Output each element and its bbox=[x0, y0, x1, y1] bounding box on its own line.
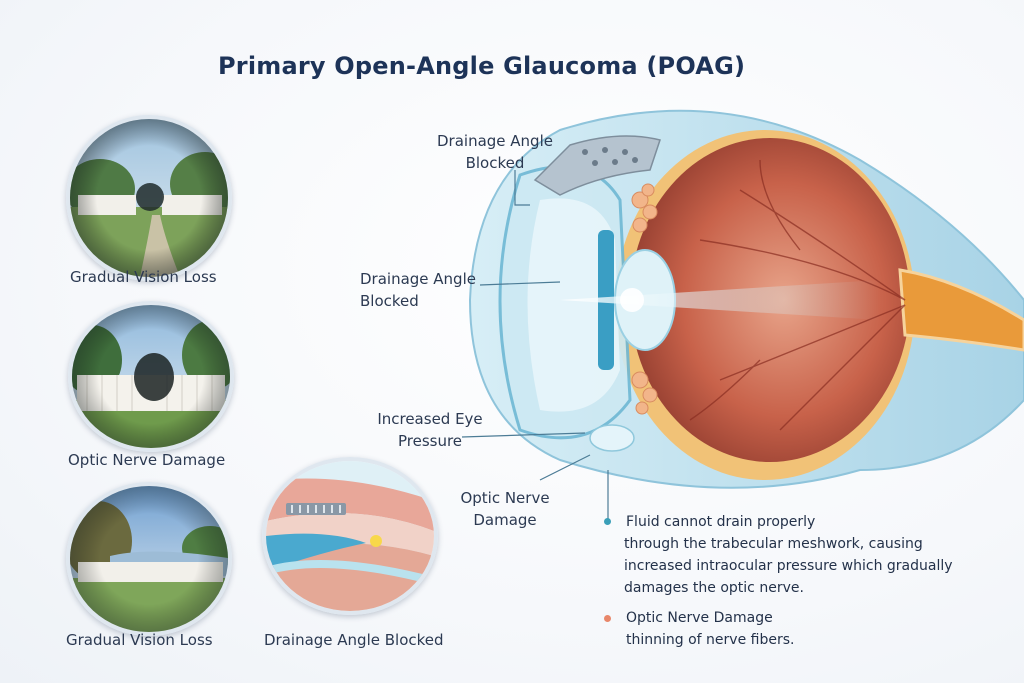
label-line: Optic Nerve bbox=[460, 489, 550, 507]
label-optic-nerve-damage: Optic Nerve Damage bbox=[450, 487, 560, 531]
label-line: Pressure bbox=[397, 432, 463, 450]
note-line: thinning of nerve fibers. bbox=[626, 632, 795, 648]
note-line: damages the optic nerve. bbox=[624, 580, 804, 596]
caption-gradual-vision-loss-2: Gradual Vision Loss bbox=[66, 631, 213, 649]
label-increased-eye-pressure: Increased Eye Pressure bbox=[370, 408, 490, 452]
note-optic-nerve: Optic Nerve Damage thinning of nerve fib… bbox=[626, 607, 794, 651]
note-line: increased intraocular pressure which gra… bbox=[624, 558, 953, 574]
label-line: Increased Eye bbox=[377, 410, 483, 428]
label-line: Drainage Angle bbox=[360, 270, 476, 288]
optic-nerve-damage-thumbnail bbox=[68, 301, 234, 452]
label-drainage-angle-top: Drainage Angle Blocked bbox=[430, 130, 560, 174]
page-title: Primary Open-Angle Glaucoma (POAG) bbox=[218, 52, 746, 80]
note-fluid-drainage: Fluid cannot drain properly through the … bbox=[624, 511, 953, 599]
caption-gradual-vision-loss-1: Gradual Vision Loss bbox=[70, 268, 217, 286]
drainage-angle-thumbnail bbox=[262, 457, 438, 615]
label-line: Blocked bbox=[465, 154, 525, 172]
note-line: Fluid cannot drain properly bbox=[626, 514, 816, 530]
caption-drainage-angle-blocked: Drainage Angle Blocked bbox=[264, 631, 444, 649]
label-line: Damage bbox=[473, 511, 537, 529]
note-line: Optic Nerve Damage bbox=[626, 610, 773, 626]
label-drainage-angle-mid: Drainage Angle Blocked bbox=[360, 268, 476, 312]
note-line: through the trabecular meshwork, causing bbox=[624, 536, 923, 552]
note-bullet-blue bbox=[604, 518, 611, 525]
label-line: Blocked bbox=[360, 292, 419, 310]
label-line: Drainage Angle bbox=[437, 132, 553, 150]
caption-optic-nerve-damage: Optic Nerve Damage bbox=[68, 451, 226, 469]
note-bullet-orange bbox=[604, 615, 611, 622]
